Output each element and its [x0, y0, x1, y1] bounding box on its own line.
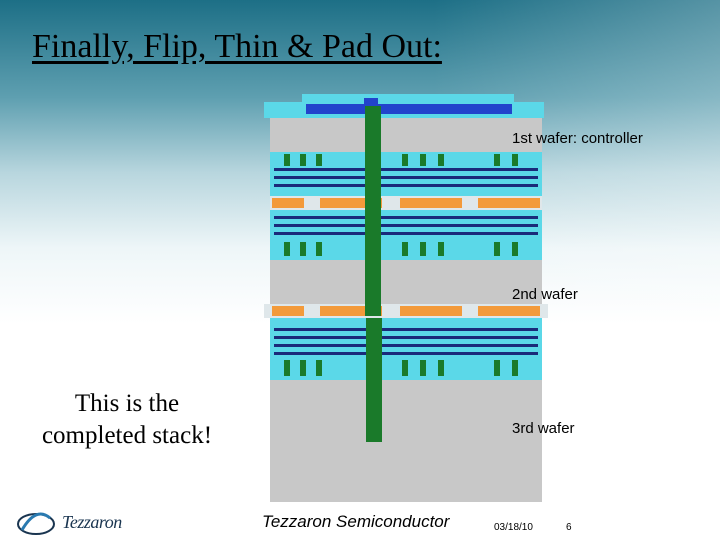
- wafer-1-vias: [284, 154, 518, 166]
- wafer-3-metal-lines: [274, 328, 538, 355]
- wafer-2-vias: [284, 242, 518, 256]
- wafer-label-3: 3rd wafer: [512, 420, 575, 437]
- bond-layer-1-pads: [272, 198, 540, 208]
- wafer-label-1: 1st wafer: controller: [512, 130, 643, 147]
- bond-pad-cap: [364, 98, 378, 106]
- through-silicon-via-2: [366, 318, 382, 442]
- wafer-1-silicon: [270, 118, 542, 152]
- bond-layer-2-pads: [272, 306, 540, 316]
- logo-swoosh-icon: [17, 512, 55, 535]
- wafer-2-metal-lines: [274, 216, 538, 235]
- page-number: 6: [566, 522, 572, 533]
- slide-title: Finally, Flip, Thin & Pad Out:: [32, 28, 442, 65]
- through-silicon-via-1: [365, 106, 381, 316]
- wafer-1-metal-lines: [274, 168, 538, 187]
- stack-caption: This is the completed stack!: [41, 390, 213, 449]
- wafer-3-silicon: [270, 380, 542, 502]
- logo-text: Tezzaron: [62, 512, 122, 532]
- tezzaron-logo: Tezzaron: [14, 510, 124, 538]
- wafer-stack-diagram: [264, 94, 548, 502]
- footer-date: 03/18/10: [494, 522, 533, 533]
- wafer-2-silicon: [270, 260, 542, 304]
- footer-company: Tezzaron Semiconductor: [262, 512, 450, 531]
- bond-pad: [306, 104, 512, 114]
- wafer-3-vias: [284, 360, 518, 376]
- wafer-label-2: 2nd wafer: [512, 286, 578, 303]
